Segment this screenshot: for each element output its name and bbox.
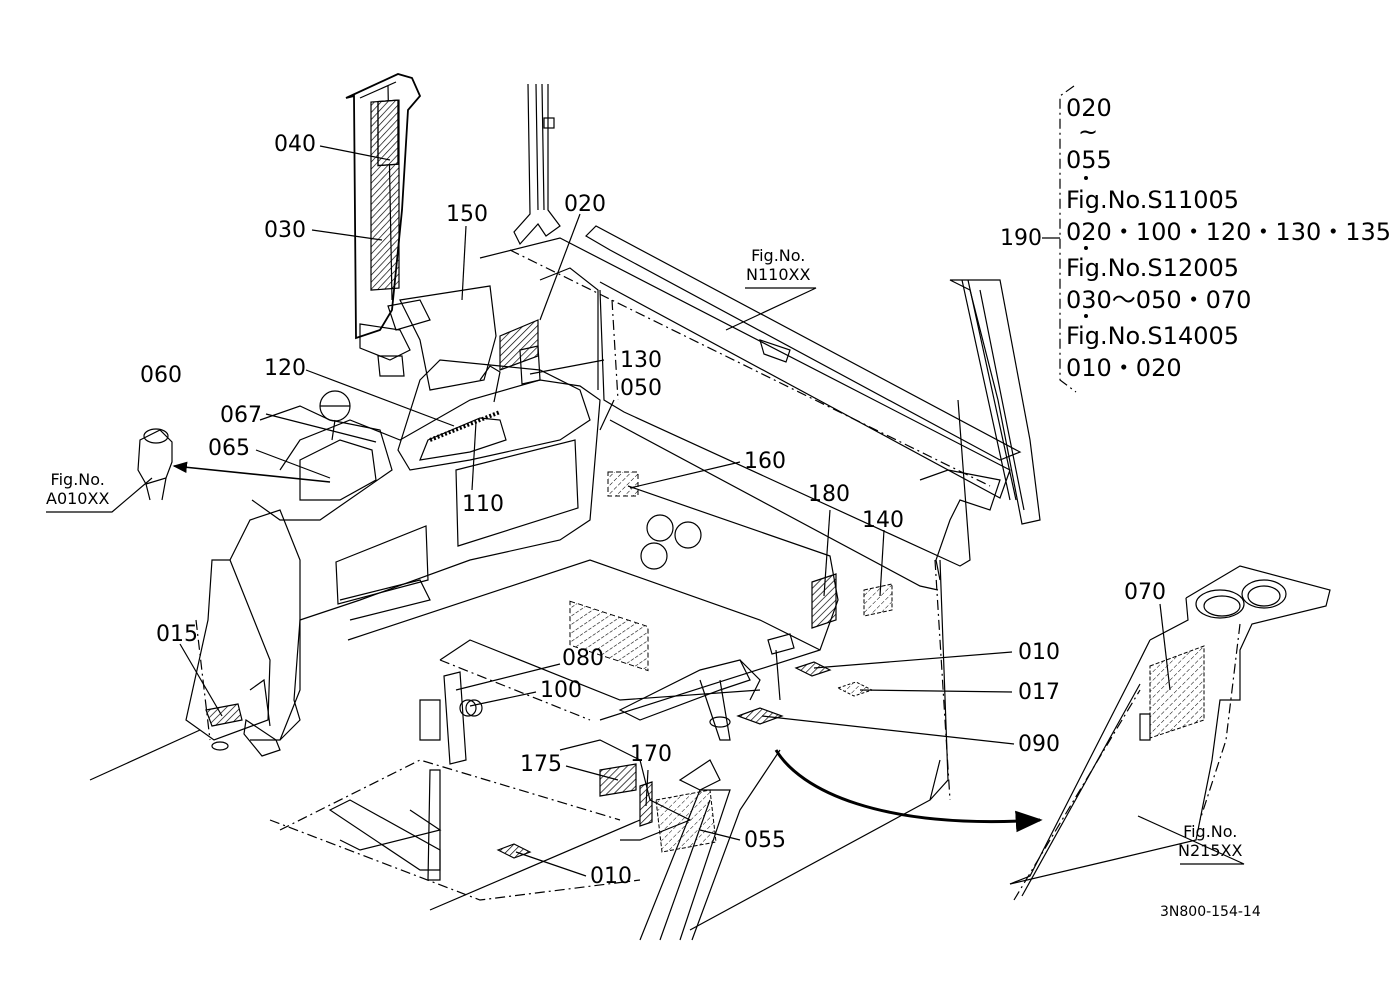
fig-ref-n110-title: Fig.No. — [751, 246, 806, 265]
ref-line-1: 020 — [1066, 94, 1112, 122]
label-140-icon — [863, 583, 893, 617]
rear-frame — [479, 83, 1022, 499]
callout-160: 160 — [744, 449, 786, 474]
left-pillar — [345, 73, 422, 340]
callout-130: 130 — [620, 348, 662, 373]
callout-067: 067 — [220, 403, 262, 428]
callout-170: 170 — [630, 742, 672, 767]
pillar-label-040-icon — [377, 99, 399, 167]
ref-line-5: 020・100・120・130・135 — [1066, 218, 1391, 246]
callout-010-right: 010 — [1018, 640, 1060, 665]
label-015-icon — [205, 703, 243, 727]
callout-180: 180 — [808, 482, 850, 507]
callout-010-floor: 010 — [590, 864, 632, 889]
separator-dot — [1084, 314, 1088, 318]
callout-110: 110 — [462, 492, 504, 517]
fig-ref-a010: Fig.No. A010XX — [46, 470, 109, 508]
callout-055: 055 — [744, 828, 786, 853]
callout-050: 050 — [620, 376, 662, 401]
label-017-icon — [836, 681, 874, 697]
ref-line-3: 055 — [1066, 146, 1112, 174]
ref-line-2: ~ — [1078, 118, 1099, 146]
callout-150: 150 — [446, 202, 488, 227]
detail-n215 — [1009, 565, 1331, 901]
ref-line-6: Fig.No.S12005 — [1066, 254, 1240, 282]
label-010-right-icon — [794, 661, 832, 677]
callout-140: 140 — [862, 508, 904, 533]
callout-060: 060 — [140, 363, 182, 388]
callout-080: 080 — [562, 646, 604, 671]
fig-ref-a010-code: A010XX — [46, 489, 110, 509]
label-090-icon — [736, 707, 784, 725]
rear-wall — [569, 289, 971, 721]
callout-065: 065 — [208, 436, 250, 461]
left-front-post — [185, 559, 281, 757]
label-070-icon — [1149, 645, 1205, 739]
fig-ref-n215-code: N215XX — [1178, 841, 1243, 861]
fig-ref-n215-title: Fig.No. — [1183, 822, 1238, 841]
callout-015: 015 — [156, 622, 198, 647]
fig-ref-a010-title: Fig.No. — [50, 470, 105, 489]
ref-line-8: Fig.No.S14005 — [1066, 322, 1240, 350]
separator-dot — [1084, 176, 1088, 180]
callout-020: 020 — [564, 192, 606, 217]
right-pillars — [919, 279, 1041, 801]
callout-175: 175 — [520, 752, 562, 777]
label-050-icon — [569, 600, 649, 672]
callout-190: 190 — [1000, 226, 1042, 251]
fig-ref-n110: Fig.No. N110XX — [746, 246, 810, 284]
callout-030: 030 — [264, 218, 306, 243]
right-front-post — [639, 749, 941, 941]
pointer-arrow-icon — [774, 749, 1043, 833]
label-055-icon — [655, 789, 717, 853]
label-020-icon — [499, 319, 539, 371]
callout-090: 090 — [1018, 732, 1060, 757]
leader-lines — [46, 85, 1245, 877]
callout-017: 017 — [1018, 680, 1060, 705]
side-console — [229, 267, 601, 741]
label-160-icon — [607, 471, 639, 497]
ref-line-4: Fig.No.S11005 — [1066, 186, 1240, 214]
callout-070: 070 — [1124, 580, 1166, 605]
pointer-arrow-icon — [172, 461, 331, 483]
fig-ref-n215: Fig.No. N215XX — [1178, 822, 1242, 860]
label-180-icon — [811, 573, 837, 629]
callout-120: 120 — [264, 356, 306, 381]
separator-dot — [1084, 246, 1088, 250]
floor — [89, 559, 821, 911]
callout-040: 040 — [274, 132, 316, 157]
ref-line-7: 030～050・070 — [1066, 286, 1252, 314]
ref-line-9: 010・020 — [1066, 354, 1182, 382]
callout-100: 100 — [540, 678, 582, 703]
drawing-code: 3N800-154-14 — [1160, 904, 1261, 920]
fig-ref-n110-code: N110XX — [746, 265, 811, 285]
detail-a010-knob — [137, 428, 173, 501]
label-010-floor-icon — [496, 843, 532, 859]
